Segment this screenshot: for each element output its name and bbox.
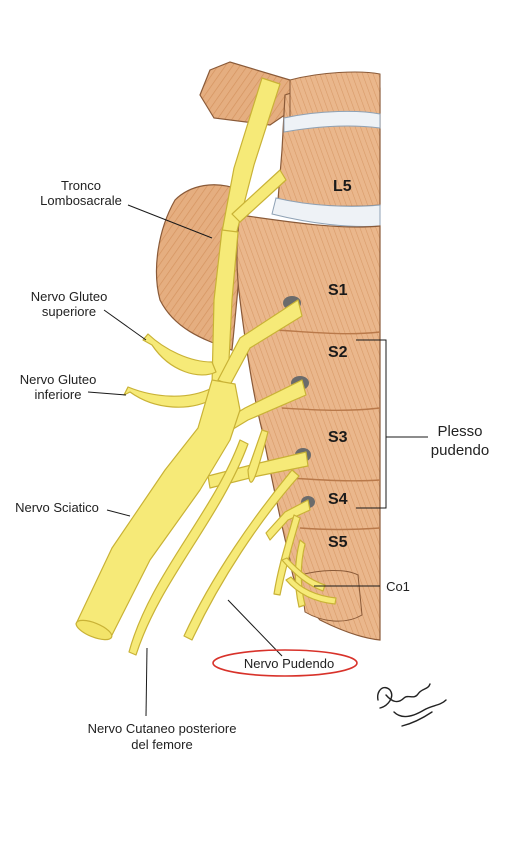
leader-pudendo	[227, 599, 283, 657]
label-tronco-line2: Lombosacrale	[40, 193, 122, 208]
l5-root	[231, 169, 287, 223]
label-co1: Co1	[386, 579, 410, 594]
label-sciatico: Nervo Sciatico	[15, 500, 99, 515]
artist-signature	[376, 683, 447, 727]
segment-label-l5: L5	[333, 178, 352, 195]
leader-gluteo-superiore	[103, 309, 147, 341]
label-cutaneo-line1: Nervo Cutaneo posteriore	[88, 721, 237, 736]
l5-transverse-process	[199, 61, 293, 126]
leader-lines	[87, 204, 380, 717]
s4-root	[265, 499, 311, 541]
label-gluteo-inferiore-line2: inferiore	[35, 387, 82, 402]
label-tronco-line1: Tronco	[61, 178, 101, 193]
label-gluteo-superiore-line1: Nervo Gluteo	[31, 289, 108, 304]
label-plesso-line2: pudendo	[431, 442, 489, 459]
segment-label-s2: S2	[328, 344, 348, 361]
segment-label-s4: S4	[328, 491, 348, 508]
coccygeal-branch-1	[273, 514, 301, 596]
pudendal-nerve	[183, 469, 300, 641]
label-gluteo-superiore-line2: superiore	[42, 304, 96, 319]
coccygeal-branch-3	[281, 557, 326, 592]
label-cutaneo-line2: del femore	[131, 737, 192, 752]
segment-label-s3: S3	[328, 429, 348, 446]
sciatic-nerve	[75, 379, 241, 636]
segment-label-s1: S1	[328, 282, 348, 299]
nerves	[75, 77, 337, 656]
s3-branch	[247, 429, 269, 483]
posterior-cutaneous-nerve	[128, 439, 249, 656]
plesso-pudendo-bracket	[356, 339, 428, 509]
leader-sciatico	[106, 509, 131, 517]
label-plesso-line1: Plesso	[437, 423, 482, 440]
coccygeal-branch-4	[285, 576, 337, 605]
text-labels: Tronco Lombosacrale Nervo Gluteo superio…	[15, 178, 489, 752]
signature-strokes	[376, 683, 447, 727]
sacrum-bone	[155, 61, 381, 641]
label-gluteo-inferiore-line1: Nervo Gluteo	[20, 372, 97, 387]
sacral-ridge-s2	[281, 407, 381, 412]
leader-gluteo-inferiore	[87, 391, 127, 396]
superior-gluteal-nerve	[142, 333, 217, 376]
sacral-ridge-s1	[274, 329, 381, 335]
pudendo-highlight-ellipse	[212, 649, 358, 677]
segment-label-s5: S5	[328, 534, 348, 551]
label-pudendo: Nervo Pudendo	[244, 656, 334, 671]
sacral-ridge-s3	[289, 477, 381, 482]
sciatic-nerve-cut-end	[75, 619, 113, 641]
inferior-gluteal-nerve	[123, 386, 216, 408]
leader-cutaneo	[145, 647, 148, 717]
leader-tronco	[127, 204, 213, 239]
intervertebral-disc-upper	[283, 110, 381, 133]
sacral-ridge-s4	[299, 527, 381, 531]
segment-labels: L5 S1 S2 S3 S4 S5	[328, 178, 352, 551]
